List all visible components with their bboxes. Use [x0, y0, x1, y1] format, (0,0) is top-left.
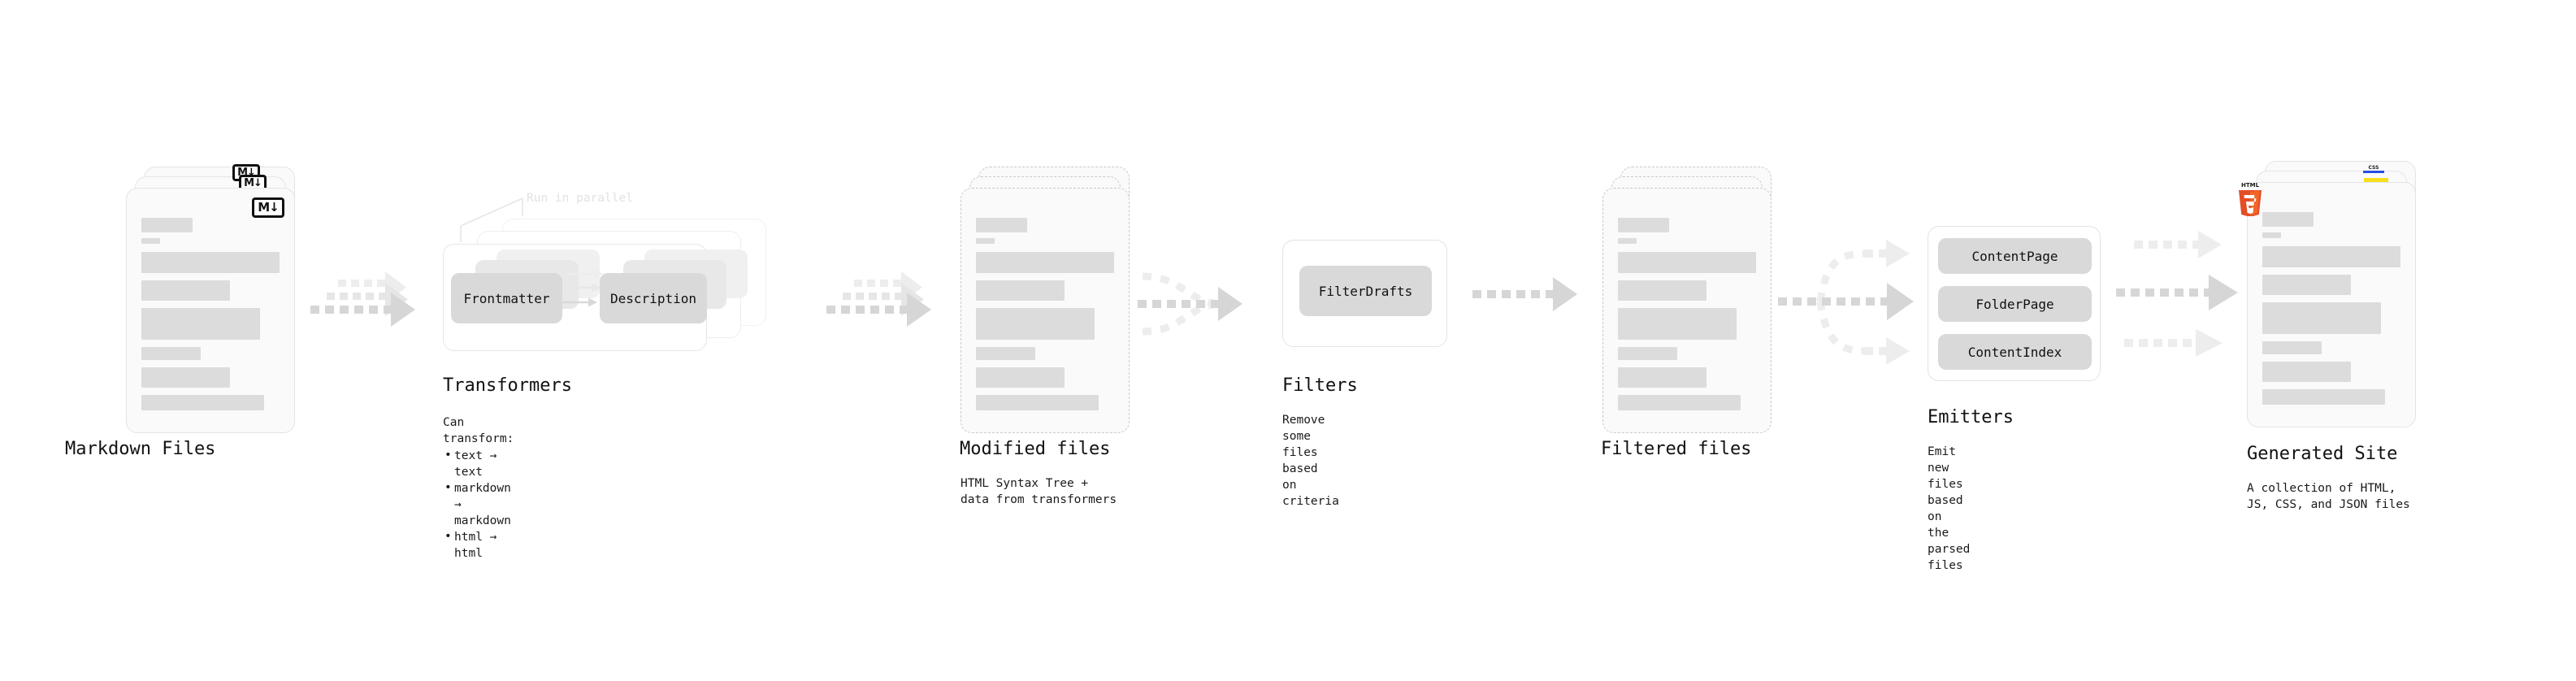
stage-title-generated-site: Generated Site [2247, 444, 2398, 464]
skeleton-bar [141, 395, 265, 410]
css-icon: CSS [2363, 165, 2384, 175]
modified-document-stack [961, 167, 1130, 435]
arrow-markdown-to-transformers [310, 271, 415, 327]
skeleton-bar [2262, 302, 2382, 334]
transformers-bullet-item: html → html [443, 528, 514, 562]
transformers-bullet-item: text → text [443, 447, 514, 480]
stage-markdown-files: M↓ M↓ M↓ Markdown Files [65, 164, 295, 459]
skeleton-bar [141, 308, 261, 340]
arrow-filters-to-filtered [1472, 277, 1577, 311]
skeleton-bar [976, 308, 1095, 340]
html5-icon: HTML [2236, 180, 2264, 217]
skeleton-bar [141, 280, 230, 301]
skeleton-bar [976, 238, 995, 244]
filtered-doc-front [1602, 188, 1772, 433]
stage-title-modified-files: Modified files [960, 439, 1111, 459]
document-skeleton [1618, 218, 1756, 416]
skeleton-bar [976, 367, 1065, 388]
site-document-stack: CSS HTML [2239, 161, 2416, 437]
transformers-lead: Can transform: [443, 416, 514, 445]
skeleton-bar [976, 252, 1114, 273]
skeleton-bar [1618, 347, 1678, 360]
skeleton-bar [2262, 362, 2351, 382]
skeleton-bar [141, 218, 193, 232]
stage-subtitle-generated-site: A collection of HTML, JS, CSS, and JSON … [2247, 482, 2410, 511]
skeleton-bar [2262, 389, 2386, 405]
skeleton-bar [1618, 308, 1737, 340]
stage-generated-site: CSS HTML [2239, 161, 2416, 511]
skeleton-bar [1618, 238, 1637, 244]
chip-filterdrafts[interactable]: FilterDrafts [1299, 266, 1432, 316]
transformers-bullet-list: text → text markdown → markdown html → h… [443, 447, 514, 562]
stage-title-filters: Filters [1282, 375, 1358, 396]
skeleton-bar [976, 347, 1036, 360]
chip-description[interactable]: Description [600, 273, 707, 323]
skeleton-bar [976, 280, 1065, 301]
arrow-transformers-to-modified [826, 271, 931, 327]
markdown-doc-front: M↓ [126, 188, 295, 433]
stage-title-filtered-files: Filtered files [1601, 439, 1752, 459]
skeleton-bar [1618, 252, 1756, 273]
stage-title-emitters: Emitters [1928, 407, 2014, 427]
markdown-document-stack: M↓ M↓ M↓ [126, 164, 295, 435]
markdown-icon: M↓ [252, 197, 284, 218]
arrow-emitters-to-site [2116, 231, 2238, 357]
chip-frontmatter[interactable]: Frontmatter [451, 273, 562, 323]
skeleton-bar [1618, 395, 1741, 410]
run-in-parallel-leader [460, 197, 523, 242]
transformer-inner-arrows [562, 269, 603, 307]
modified-doc-front [961, 188, 1130, 433]
document-skeleton [141, 218, 280, 416]
skeleton-bar [976, 395, 1099, 410]
skeleton-bar [2262, 232, 2281, 238]
skeleton-bar [141, 347, 202, 360]
filtered-document-stack [1602, 167, 1772, 435]
stage-subtitle-modified-files: HTML Syntax Tree + data from transformer… [961, 477, 1117, 506]
chip-contentpage[interactable]: ContentPage [1938, 238, 2092, 274]
svg-text:HTML: HTML [2241, 182, 2260, 189]
transformers-bullet-item: markdown → markdown [443, 479, 514, 529]
skeleton-bar [2262, 275, 2351, 295]
skeleton-bar [141, 252, 280, 273]
document-skeleton [976, 218, 1114, 416]
document-skeleton [2262, 212, 2400, 410]
skeleton-bar [2262, 212, 2314, 227]
stage-modified-files: Modified files HTML Syntax Tree + data f… [960, 167, 1130, 506]
stage-subtitle-filters: Remove some files based on criteria [1282, 414, 1339, 508]
arrow-modified-to-filters [1138, 272, 1242, 336]
stage-title-transformers: Transformers [443, 375, 572, 396]
skeleton-bar [1618, 280, 1706, 301]
emitters-group-box: ContentPage FolderPage ContentIndex [1928, 226, 2101, 381]
stage-title-markdown-files: Markdown Files [65, 439, 216, 459]
chip-folderpage[interactable]: FolderPage [1938, 286, 2092, 322]
transformers-description: Can transform: text → text markdown → ma… [443, 414, 514, 562]
skeleton-bar [1618, 367, 1706, 388]
site-doc-front: HTML [2239, 182, 2416, 427]
markdown-icon: M↓ [239, 175, 267, 192]
skeleton-bar [2262, 246, 2400, 267]
stage-subtitle-emitters: Emit new files based on the parsed files [1928, 445, 1971, 572]
chip-contentindex[interactable]: ContentIndex [1938, 334, 2092, 370]
skeleton-bar [2262, 341, 2322, 354]
skeleton-bar [141, 367, 230, 388]
skeleton-bar [1618, 218, 1669, 232]
run-in-parallel-label: Run in parallel [527, 192, 633, 205]
skeleton-bar [976, 218, 1027, 232]
skeleton-bar [141, 238, 160, 244]
arrow-filtered-to-emitters [1778, 240, 1914, 365]
filters-group-box: FilterDrafts [1282, 240, 1447, 347]
stage-filtered-files: Filtered files [1601, 167, 1772, 459]
